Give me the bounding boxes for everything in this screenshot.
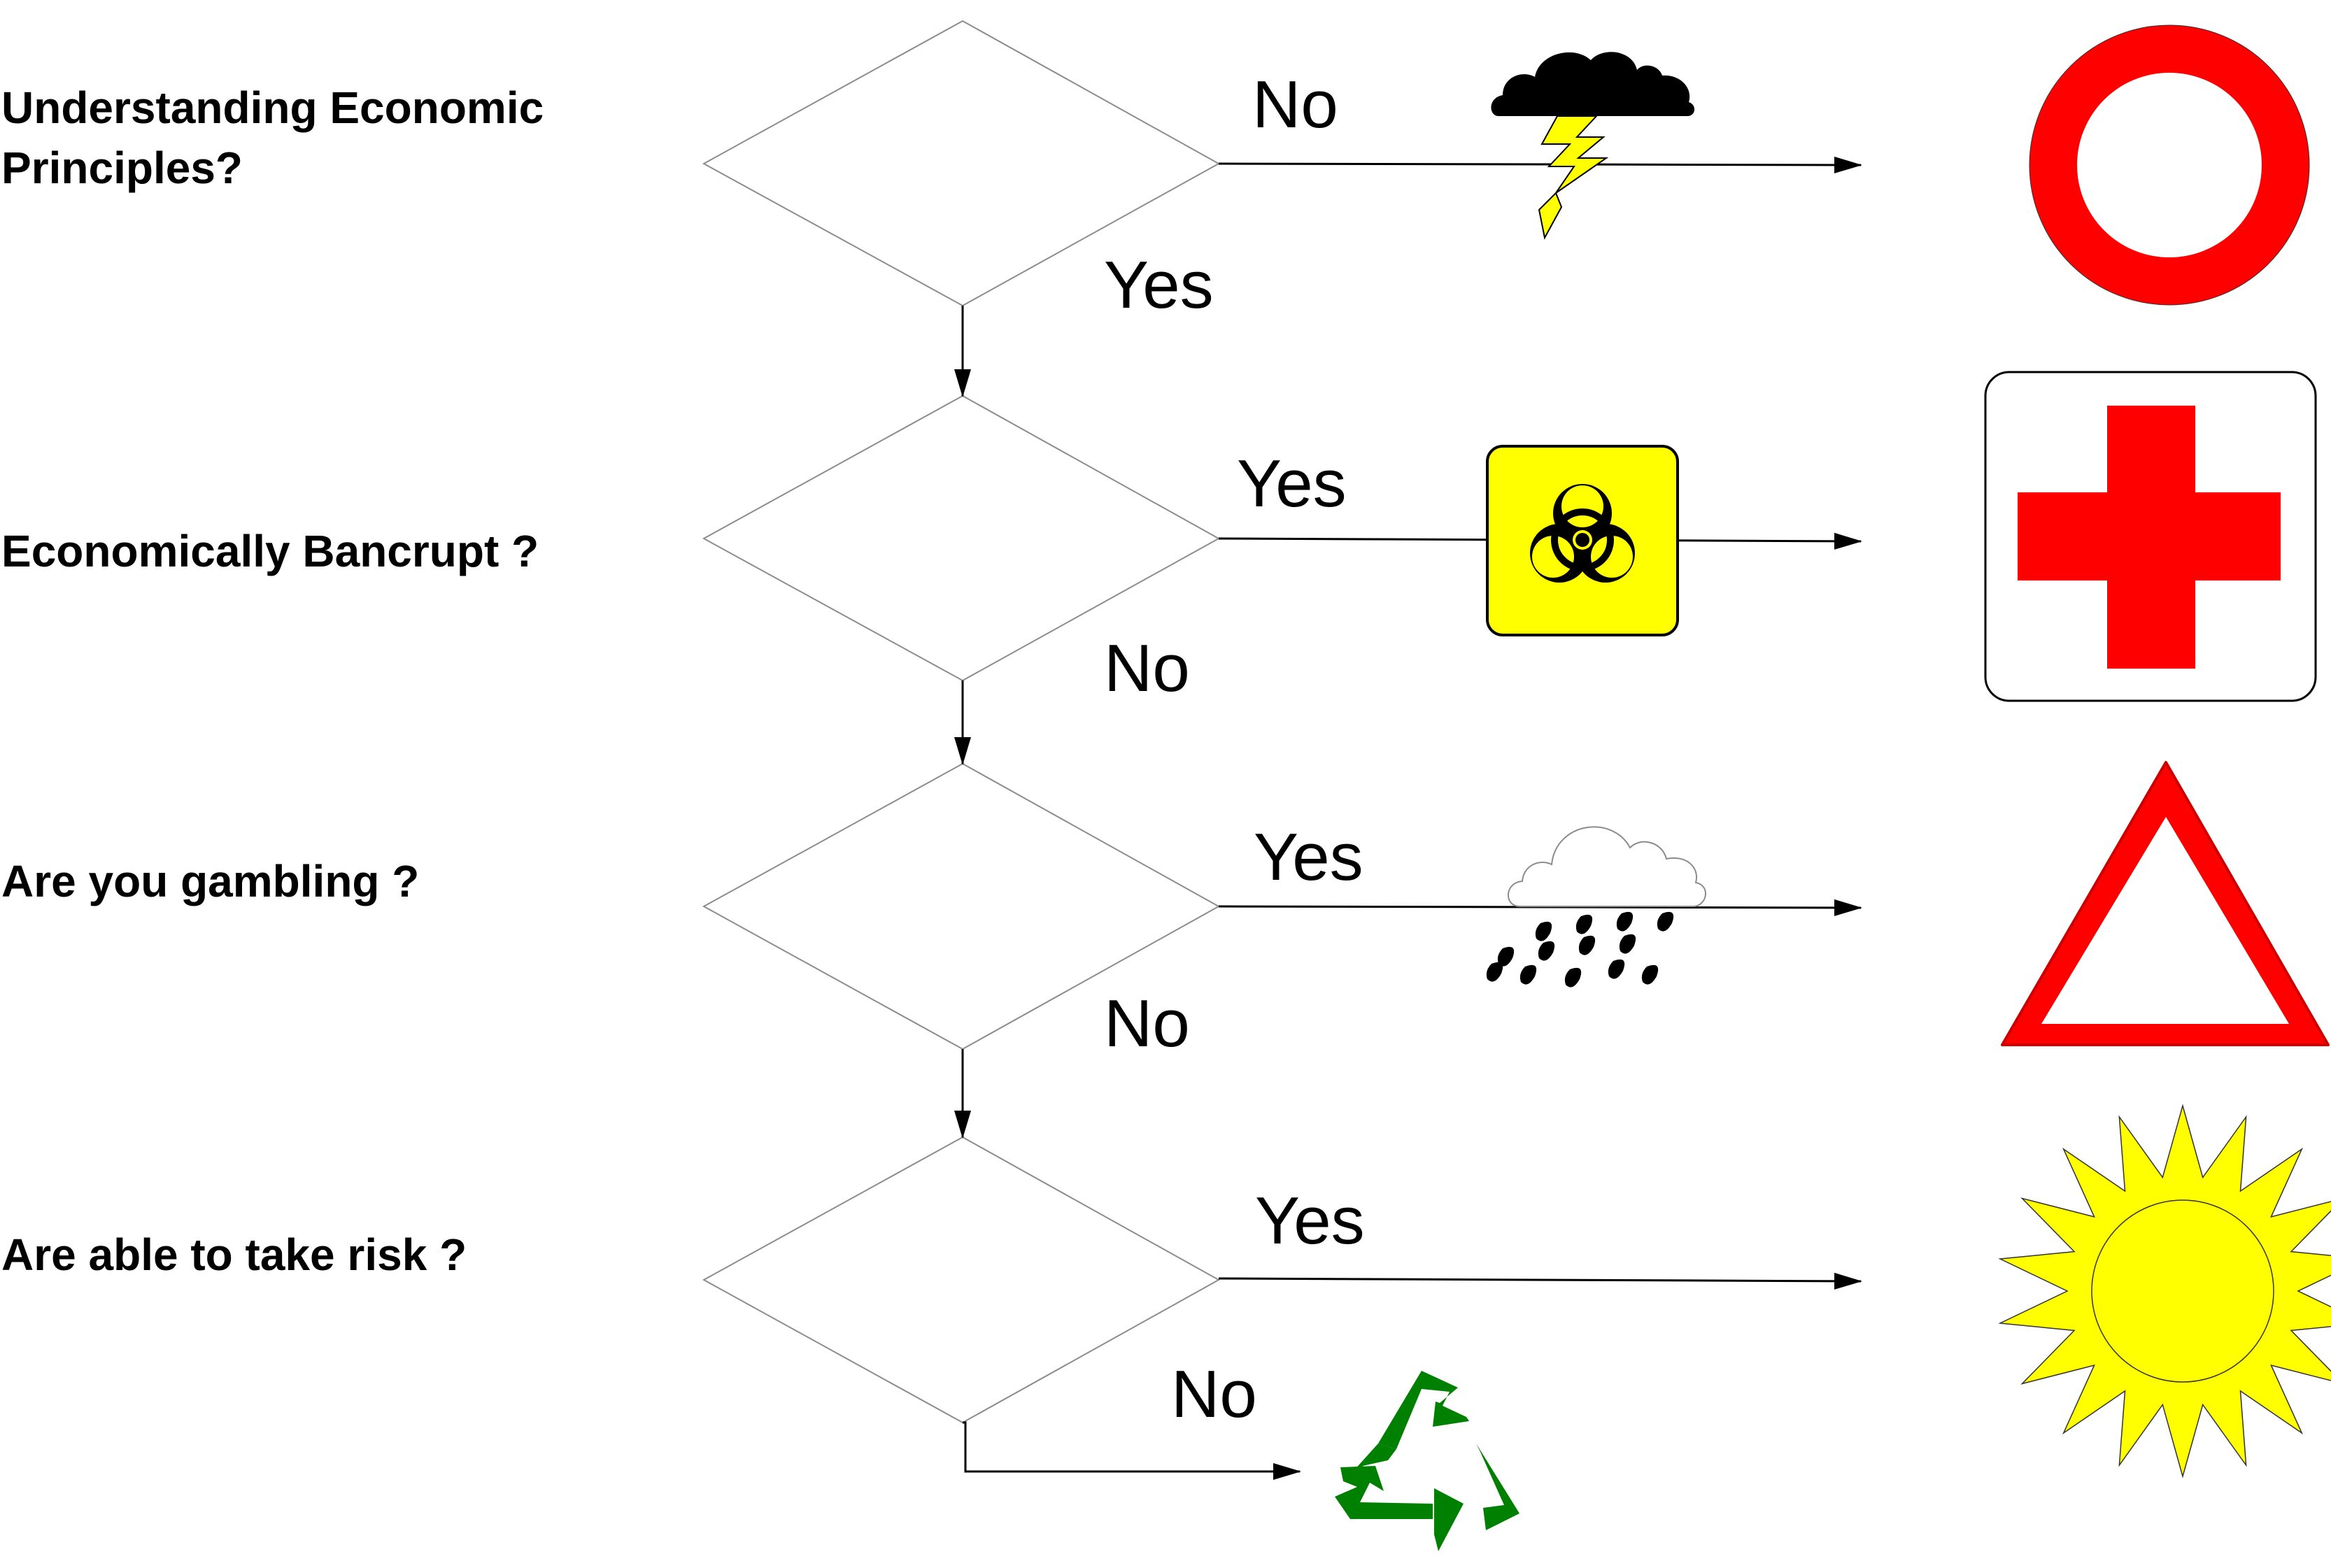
question-2: Economically Bancrupt ? [1, 526, 539, 576]
red-cross-sign-icon [1984, 371, 2317, 702]
question-1-line-1: Understanding Economic [1, 83, 544, 133]
side-arrow-4 [1218, 1272, 1862, 1290]
question-4: Are able to take risk ? [1, 1230, 467, 1280]
decision-diamond-4 [702, 1136, 1221, 1424]
biohazard-icon [1486, 445, 1679, 636]
red-ring-sign-icon [2029, 25, 2309, 305]
branch-label-q4-yes: Yes [1255, 1183, 1365, 1258]
sun-icon [1998, 1104, 2331, 1478]
rain-cloud-icon [1486, 826, 1706, 988]
down-arrow-4 [963, 1421, 1301, 1480]
branch-label-q3-yes: Yes [1254, 820, 1363, 895]
branch-label-q4-no: No [1171, 1357, 1257, 1432]
red-triangle-warning-icon [2001, 761, 2330, 1046]
branch-label-q2-yes: Yes [1237, 446, 1347, 521]
red-ring-outline [2029, 24, 2310, 306]
question-1-line-2: Principles? [1, 143, 243, 193]
recycle-icon [1335, 1371, 1519, 1551]
side-arrow-1 [1218, 156, 1862, 173]
branch-label-q1-no: No [1252, 67, 1338, 142]
question-3: Are you gambling ? [1, 856, 419, 906]
branch-label-q3-no: No [1104, 986, 1190, 1061]
branch-label-q2-no: No [1104, 631, 1190, 706]
storm-cloud-icon [1491, 52, 1695, 240]
branch-label-q1-yes: Yes [1104, 248, 1214, 322]
